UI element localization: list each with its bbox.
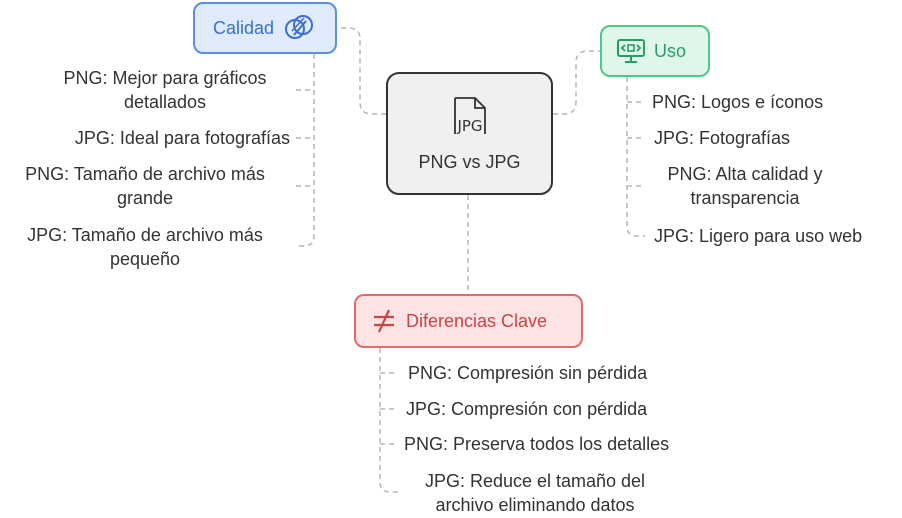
uso-item: JPG: Ligero para uso web	[654, 226, 863, 246]
branch-calidad-node[interactable]: Calidad	[193, 2, 337, 54]
diferencias-item: JPG: Reduce el tamaño del archivo elimin…	[424, 471, 646, 515]
branch-uso-node[interactable]: Uso	[600, 25, 710, 77]
central-topic-node[interactable]: JPG PNG vs JPG	[386, 72, 553, 195]
central-topic-label: PNG vs JPG	[418, 152, 521, 172]
calidad-item: PNG: Tamaño de archivo más grande	[25, 164, 265, 208]
jpg-file-icon: JPG	[445, 94, 495, 146]
svg-text:JPG: JPG	[456, 117, 482, 135]
branch-calidad-label: Calidad	[213, 17, 275, 38]
monitor-code-icon	[616, 37, 646, 65]
branch-uso-label: Uso	[654, 40, 687, 61]
calidad-item: JPG: Ideal para fotografías	[74, 128, 290, 148]
branch-diferencias-node[interactable]: Diferencias Clave	[354, 294, 583, 348]
branch-diferencias-label: Diferencias Clave	[406, 310, 548, 331]
calidad-item: PNG: Mejor para gráficos detallados	[63, 68, 267, 112]
uso-item: PNG: Alta calidad y transparencia	[667, 164, 823, 208]
diferencias-item: PNG: Preserva todos los detalles	[404, 434, 670, 454]
diferencias-item: JPG: Compresión con pérdida	[406, 399, 648, 419]
not-equal-icon	[370, 307, 398, 335]
uso-item: JPG: Fotografías	[654, 128, 791, 148]
calidad-item: JPG: Tamaño de archivo más pequeño	[27, 225, 263, 269]
uso-item: PNG: Logos e íconos	[652, 92, 824, 112]
overlapping-circles-icon	[282, 11, 316, 45]
diferencias-item: PNG: Compresión sin pérdida	[408, 363, 648, 383]
